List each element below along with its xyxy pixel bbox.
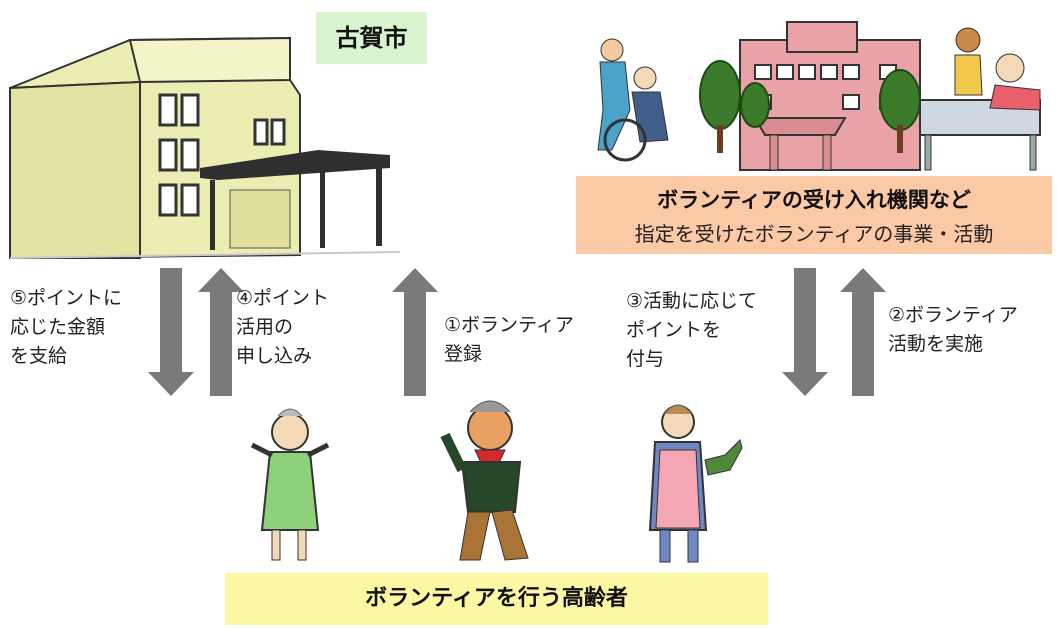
step-2-label: ②ボランティア 活動を実施	[888, 304, 1018, 355]
elders-label: ボランティアを行う高齢者	[225, 573, 768, 625]
step-4-label: ④ポイント 活用の 申し込み	[236, 287, 330, 367]
city-hall-illustration	[9, 36, 401, 260]
step-5-label: ⑤ポイントに 応じた金額 を支給	[10, 287, 123, 367]
organization-subtitle: 指定を受けたボランティアの事業・活動	[634, 222, 994, 246]
city-label: 古賀市	[316, 12, 427, 64]
step-1-label: ①ボランティア 登録	[444, 314, 574, 365]
organization-box: ボランティアの受け入れ機関など 指定を受けたボランティアの事業・活動	[576, 176, 1052, 254]
elderly-volunteers-illustration	[250, 400, 743, 563]
flow-arrows	[148, 268, 886, 396]
hospital-illustration	[597, 21, 1041, 171]
organization-title: ボランティアの受け入れ機関など	[657, 188, 971, 212]
step-3-label: ③活動に応じて ポイントを 付与	[626, 290, 758, 370]
